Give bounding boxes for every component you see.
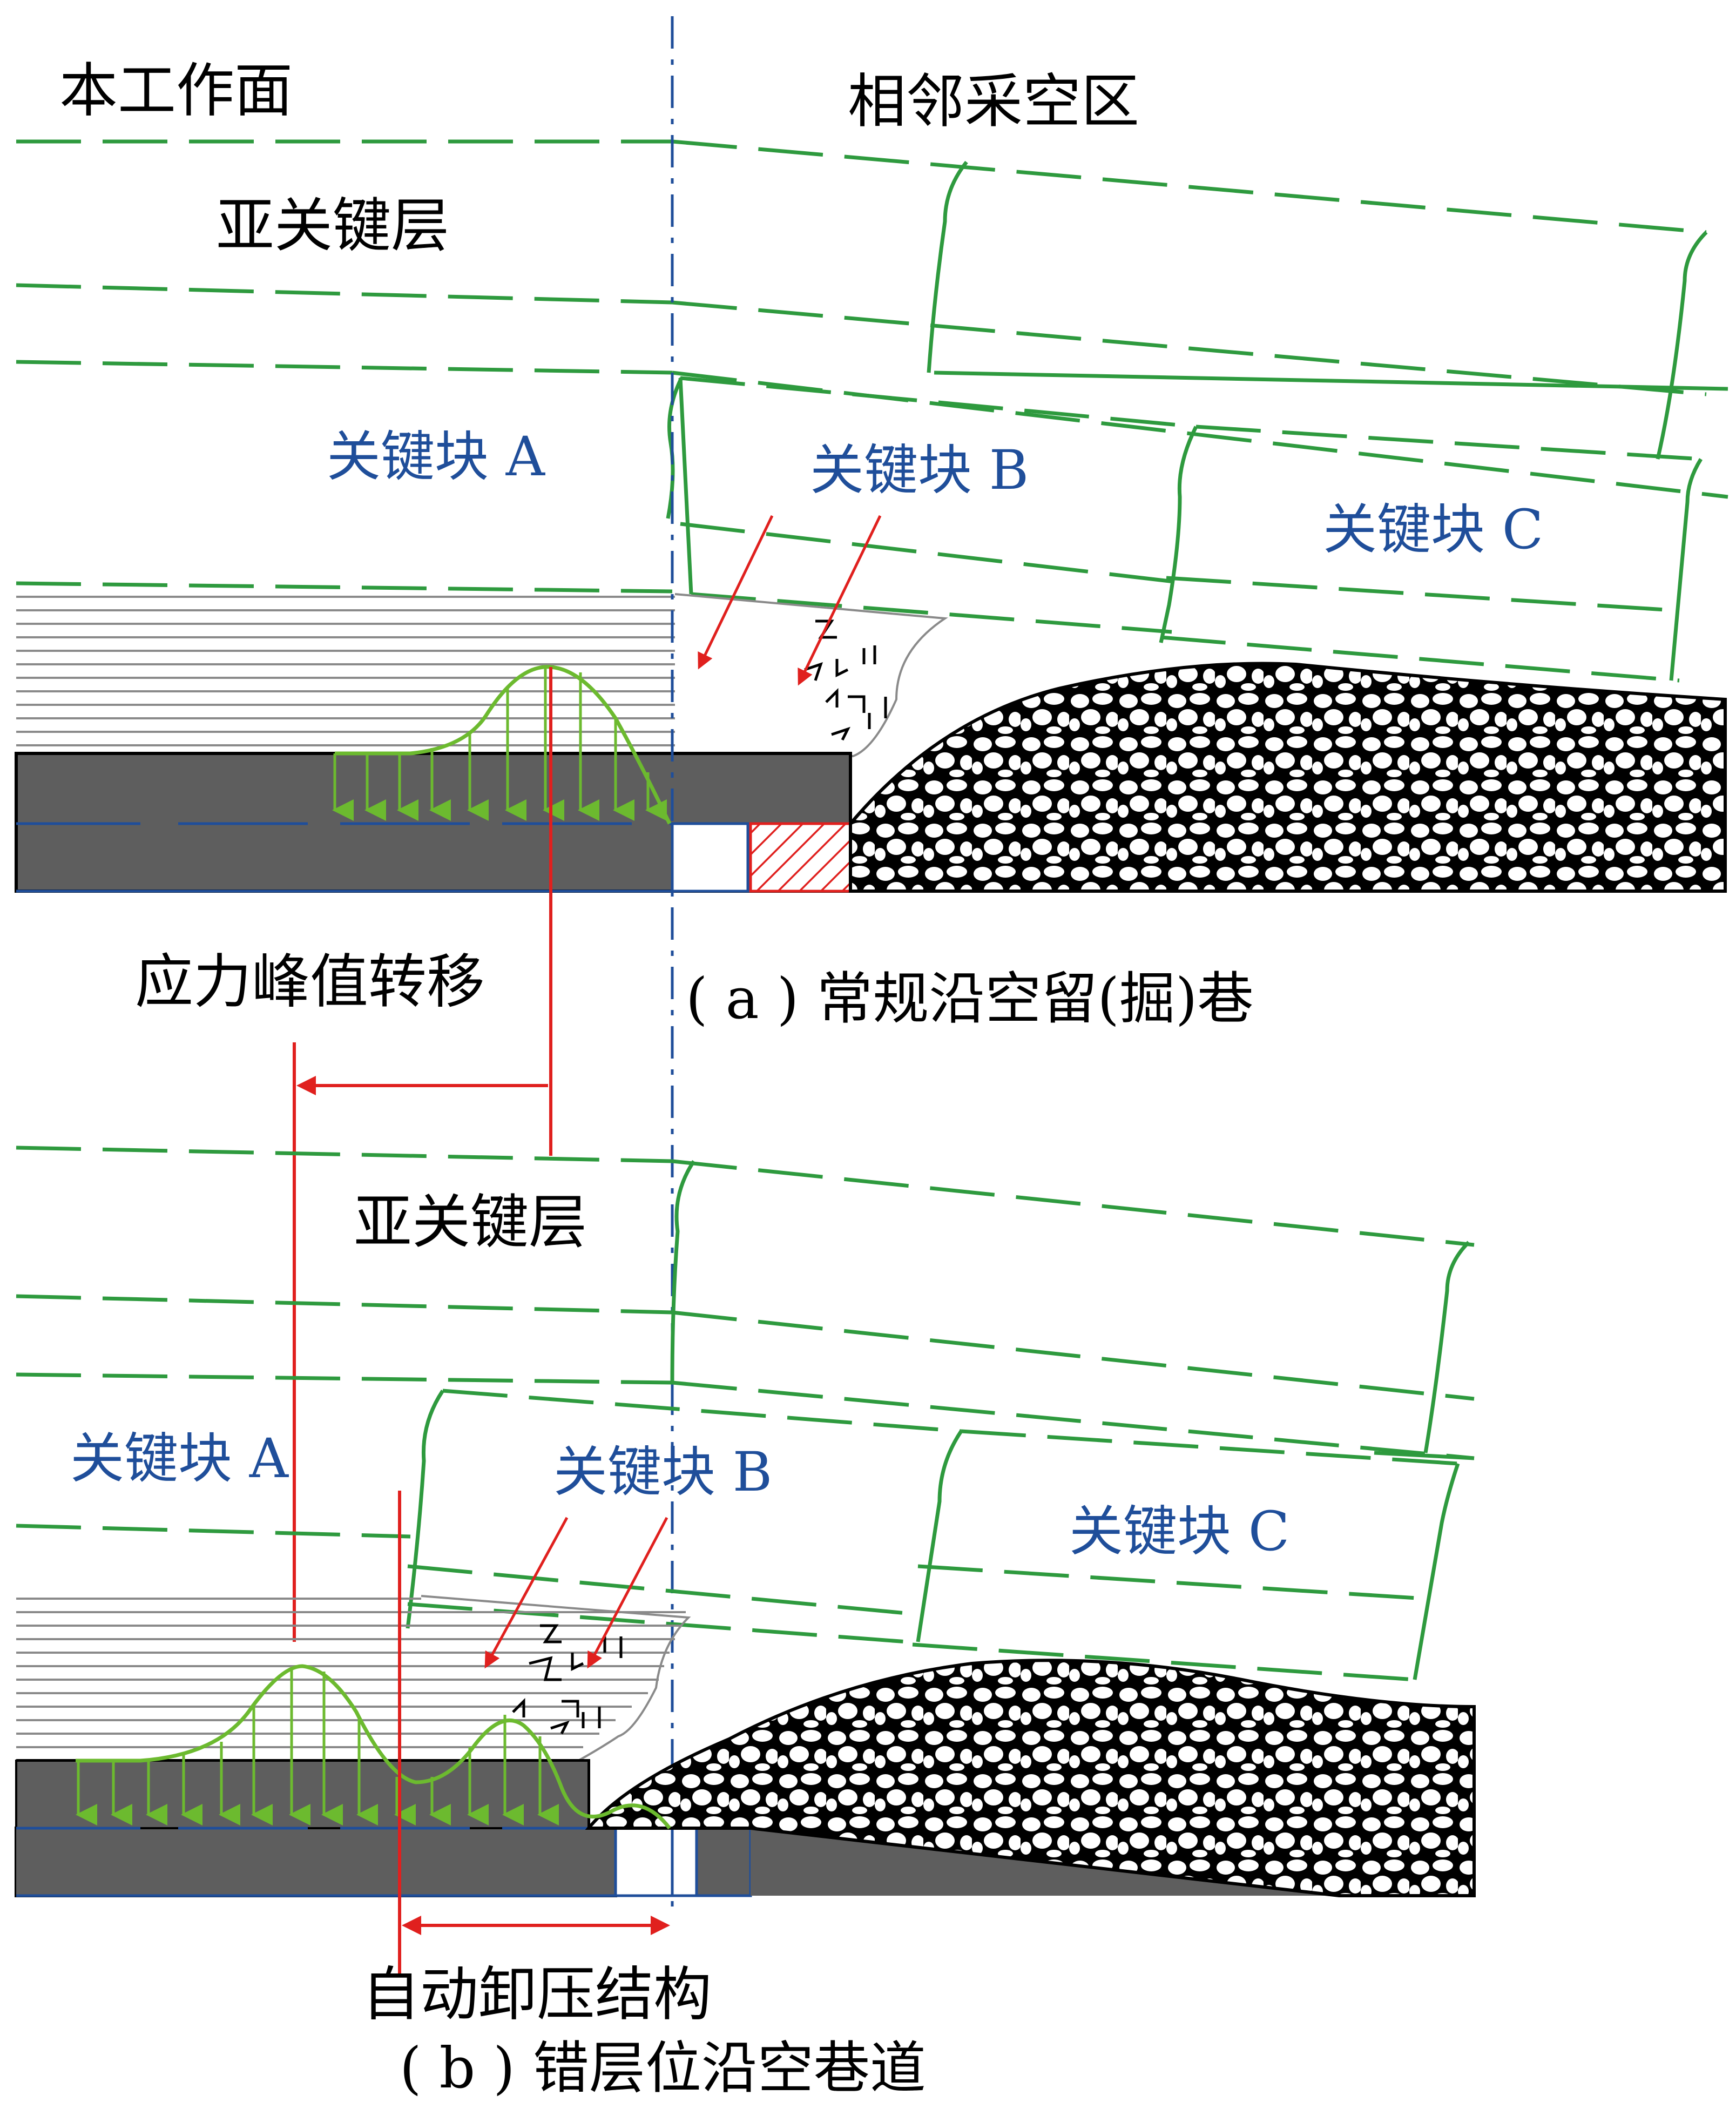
label-working-face: 本工作面 [59, 57, 293, 125]
label-block-b-b: 关键块 B [553, 1440, 772, 1504]
fractures-a [804, 619, 887, 741]
pointer-arrows-a [698, 515, 882, 686]
stress-curve-b [76, 1664, 671, 1830]
goaf-rubble-b [585, 1659, 1476, 1897]
sub-key-layer-goaf-a [672, 139, 1728, 499]
sub-key-layer-goaf-b [670, 1159, 1475, 1460]
key-block-b-a [666, 376, 1197, 634]
roadway-a [671, 822, 749, 893]
key-block-c-b [912, 1429, 1460, 1682]
relief-structure-markers [398, 1491, 670, 1977]
label-sub-key-layer-a: 亚关键层 [216, 192, 449, 260]
goaf-rubble-a [849, 662, 1727, 893]
immediate-roof-b [16, 1595, 691, 1783]
coal-lower-b [16, 1828, 616, 1896]
coal-upper-b [15, 1760, 590, 1829]
caption-b: ( b ) 错层位沿空巷道 [400, 2035, 926, 2101]
stress-arrows-b [76, 1669, 559, 1825]
label-sub-key-layer-b: 亚关键层 [354, 1189, 587, 1256]
stress-arrows-a [332, 667, 667, 821]
roadway-b [614, 1827, 674, 1897]
label-block-b-a: 关键块 B [810, 439, 1029, 502]
label-goaf: 相邻采空区 [848, 68, 1139, 136]
panel-a [15, 139, 1728, 893]
immediate-roof-a [16, 593, 948, 758]
key-block-c-a [1159, 425, 1703, 683]
label-block-c-b: 关键块 C [1069, 1500, 1289, 1563]
panel-b [15, 1146, 1476, 1977]
label-block-c-a: 关键块 C [1323, 498, 1543, 561]
label-block-a-a: 关键块 A [327, 425, 546, 488]
pointer-arrows-b [484, 1517, 668, 1669]
coal-pillar-b [695, 1827, 752, 1897]
caption-a: ( a ) 常规沿空留(掘)巷 [686, 966, 1253, 1032]
filling-body-a [749, 822, 852, 893]
label-stress-transfer: 应力峰值转移 [135, 948, 485, 1016]
strata-lines-left-b [16, 1146, 673, 1539]
stress-transfer-arrows [293, 667, 552, 1642]
label-relief-structure: 自动卸压结构 [362, 1961, 712, 2029]
fractures-b [512, 1624, 623, 1735]
key-block-b-b [406, 1389, 962, 1644]
strata-lines-left-a [16, 139, 673, 594]
label-block-a-b: 关键块 A [70, 1427, 289, 1490]
